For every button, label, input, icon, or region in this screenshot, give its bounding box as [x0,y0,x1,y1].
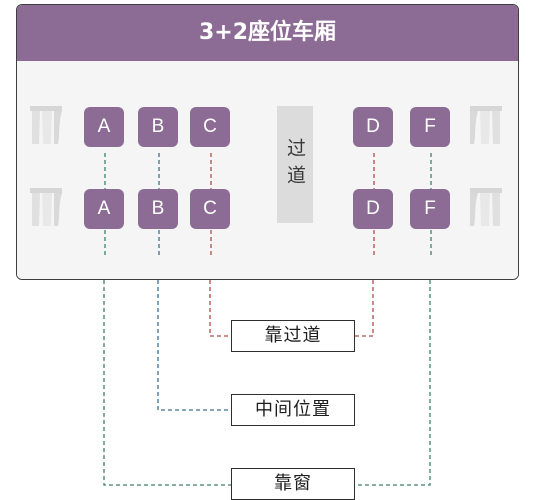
seat-row2-f[interactable]: F [410,189,450,229]
seat-row1-b[interactable]: B [138,107,178,147]
aisle-seat-label: 靠过道 [231,320,355,352]
car-interior [17,61,518,279]
seat-row2-d[interactable]: D [353,189,393,229]
seat-row1-c[interactable]: C [190,107,230,147]
middle-seat-label: 中间位置 [231,394,355,426]
seat-row1-d[interactable]: D [353,107,393,147]
interior-dashes [104,153,432,255]
aisle-label: 过道 [277,106,313,223]
seat-row2-a[interactable]: A [84,189,124,229]
seat-row2-b[interactable]: B [138,189,178,229]
seat-row1-f[interactable]: F [410,107,450,147]
car-title: 3+2座位车厢 [17,5,518,61]
window-curtain-icon [470,188,502,226]
window-curtain-icon [30,106,62,144]
seat-row1-a[interactable]: A [84,107,124,147]
window-curtain-icon [30,188,62,226]
window-curtain-icon [470,106,502,144]
seat-row2-c[interactable]: C [190,189,230,229]
window-seat-label: 靠窗 [231,468,355,500]
